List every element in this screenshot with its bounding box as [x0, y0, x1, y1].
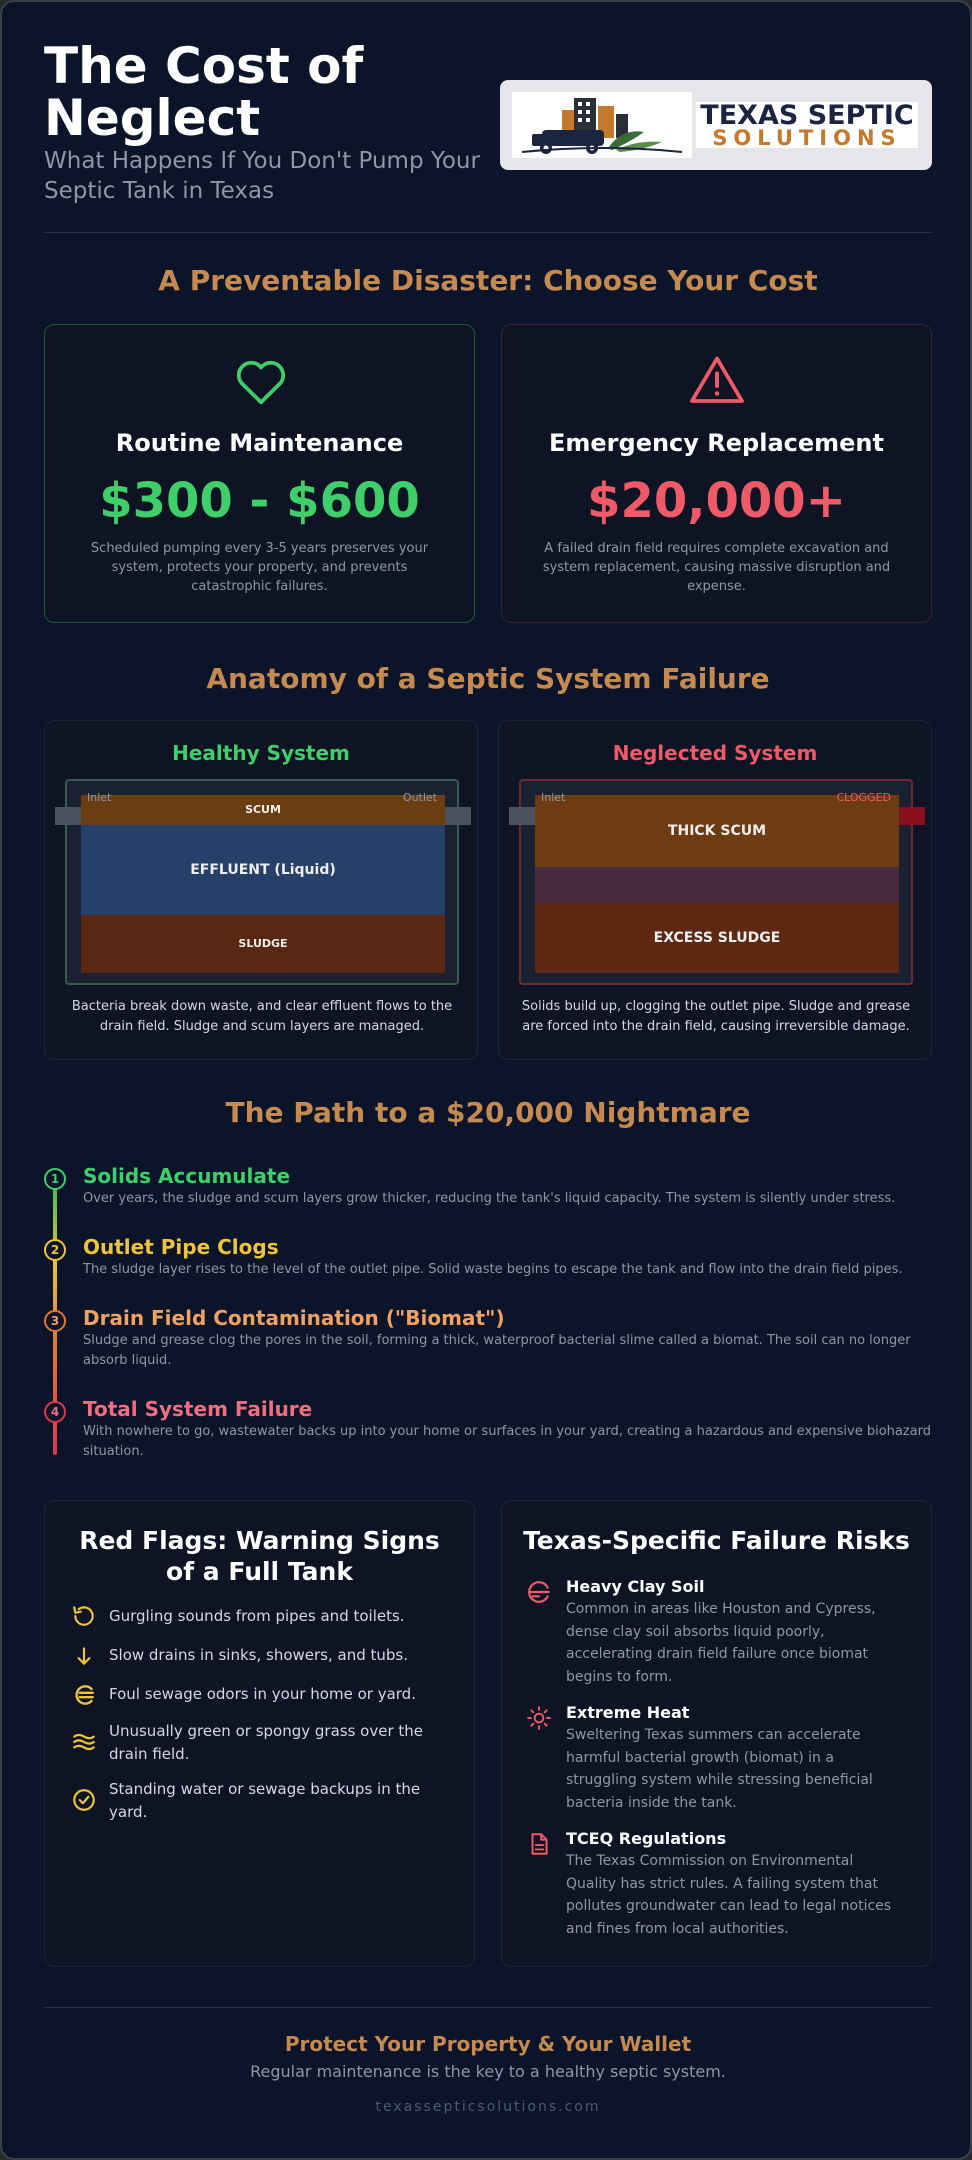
- neglected-system-description: Solids build up, clogging the outlet pip…: [521, 999, 911, 1034]
- warning-sign-text: Standing water or sewage backups in the …: [109, 1780, 421, 1821]
- step-number: 4: [44, 1401, 66, 1423]
- company-logo: TEXAS SEPTIC SOLUTIONS: [500, 80, 932, 170]
- header-divider: [44, 232, 932, 233]
- heart-icon: [231, 351, 291, 411]
- step-title: Drain Field Contamination ("Biomat"): [83, 1306, 505, 1330]
- check-circle-icon: [71, 1787, 97, 1813]
- step-title: Total System Failure: [83, 1397, 313, 1421]
- inlet-label: Inlet: [541, 791, 566, 804]
- risk-title: Extreme Heat: [566, 1703, 690, 1722]
- footer-website[interactable]: texassepticsolutions.com: [375, 2099, 601, 2115]
- maintenance-title: Routine Maintenance: [115, 429, 404, 457]
- maintenance-description: Scheduled pumping every 3-5 years preser…: [90, 541, 429, 594]
- maintenance-cost: $300 - $600: [99, 473, 420, 529]
- soil-icon: [526, 1579, 552, 1605]
- rotate-icon: [71, 1603, 97, 1629]
- risk-description: The Texas Commission on Environmental Qu…: [566, 1853, 892, 1937]
- risk-title: Heavy Clay Soil: [566, 1577, 705, 1596]
- maintenance-card: Routine Maintenance $300 - $600 Schedule…: [44, 324, 475, 623]
- logo-wordmark: TEXAS SEPTIC SOLUTIONS: [696, 100, 918, 150]
- neglected-system-title: Neglected System: [612, 741, 818, 765]
- page-subtitle: What Happens If You Don't Pump Your Sept…: [44, 148, 480, 204]
- texas-risks-title: Texas-Specific Failure Risks: [523, 1526, 910, 1555]
- warning-sign-text: Foul sewage odors in your home or yard.: [109, 1685, 416, 1703]
- outlet-label: Outlet: [402, 791, 437, 804]
- warning-sign-text: Unusually green or spongy grass over the…: [109, 1722, 423, 1763]
- outlet-pipe: [439, 807, 471, 825]
- warning-sign-text: Slow drains in sinks, showers, and tubs.: [109, 1646, 409, 1664]
- clogged-label: CLOGGED: [836, 791, 891, 804]
- clogged-outlet-pipe: [893, 807, 925, 825]
- step-number: 3: [44, 1310, 66, 1332]
- sludge-layer: SLUDGE: [81, 915, 445, 973]
- logo-text-line2: SOLUTIONS: [712, 126, 902, 150]
- page-title: The Cost of Neglect: [44, 37, 364, 147]
- risk-title: TCEQ Regulations: [566, 1829, 727, 1848]
- risk-description: Common in areas like Houston and Cypress…: [566, 1601, 876, 1685]
- logo-text-line1: TEXAS SEPTIC: [700, 100, 914, 131]
- step-description: With nowhere to go, wastewater backs up …: [83, 1424, 932, 1459]
- inlet-label: Inlet: [87, 791, 112, 804]
- odor-icon: [71, 1682, 97, 1708]
- healthy-system-title: Healthy System: [172, 741, 350, 765]
- scum-layer: SCUM: [81, 795, 445, 825]
- warning-sign-text: Gurgling sounds from pipes and toilets.: [109, 1607, 405, 1625]
- thick-scum-layer: THICK SCUM: [535, 795, 899, 867]
- step-description: Over years, the sludge and scum layers g…: [83, 1191, 896, 1206]
- neglected-tank-diagram: THICK SCUM EXCESS SLUDGE Inlet CLOGGED: [509, 779, 925, 985]
- replacement-cost: $20,000+: [587, 473, 846, 529]
- footer-subtitle: Regular maintenance is the key to a heal…: [250, 2062, 726, 2081]
- replacement-title: Emergency Replacement: [549, 429, 884, 457]
- warning-icon: [686, 351, 748, 411]
- footer-divider: [44, 2007, 932, 2008]
- healthy-system-description: Bacteria break down waste, and clear eff…: [71, 999, 453, 1034]
- texas-risks-panel: Texas-Specific Failure Risks Heavy Clay …: [501, 1500, 932, 1967]
- sun-icon: [526, 1705, 552, 1731]
- healthy-tank-diagram: SCUM EFFLUENT (Liquid) SLUDGE Inlet Outl…: [55, 779, 471, 985]
- risk-description: Sweltering Texas summers can accelerate …: [566, 1727, 873, 1811]
- step-number: 1: [44, 1168, 66, 1190]
- step-title: Solids Accumulate: [83, 1164, 291, 1188]
- cost-section-title: A Preventable Disaster: Choose Your Cost: [158, 264, 818, 297]
- document-icon: [526, 1831, 552, 1857]
- waves-icon: [71, 1729, 97, 1755]
- step-description: Sludge and grease clog the pores in the …: [83, 1333, 911, 1368]
- step-title: Outlet Pipe Clogs: [83, 1235, 279, 1259]
- anatomy-section-title: Anatomy of a Septic System Failure: [206, 662, 770, 695]
- step-number: 2: [44, 1239, 66, 1261]
- effluent-layer: EFFLUENT (Liquid): [81, 825, 445, 915]
- path-section-title: The Path to a $20,000 Nightmare: [225, 1096, 751, 1129]
- red-flags-panel: Red Flags: Warning Signs of a Full Tank …: [44, 1500, 475, 1967]
- replacement-description: A failed drain field requires complete e…: [542, 541, 891, 594]
- inlet-pipe: [55, 807, 87, 825]
- step-description: The sludge layer rises to the level of t…: [83, 1262, 903, 1277]
- red-flags-title: Red Flags: Warning Signs of a Full Tank: [79, 1526, 440, 1586]
- reduced-liquid-layer: [535, 867, 899, 903]
- replacement-card: Emergency Replacement $20,000+ A failed …: [501, 324, 932, 623]
- logo-illustration: [512, 92, 692, 158]
- footer-title: Protect Your Property & Your Wallet: [284, 2032, 692, 2056]
- healthy-system-card: Healthy System SCUM EFFLUENT (Liquid) SL…: [44, 720, 478, 1060]
- inlet-pipe: [509, 807, 541, 825]
- arrow-down-icon: [71, 1643, 97, 1669]
- excess-sludge-layer: EXCESS SLUDGE: [535, 903, 899, 973]
- neglected-system-card: Neglected System THICK SCUM EXCESS SLUDG…: [498, 720, 932, 1060]
